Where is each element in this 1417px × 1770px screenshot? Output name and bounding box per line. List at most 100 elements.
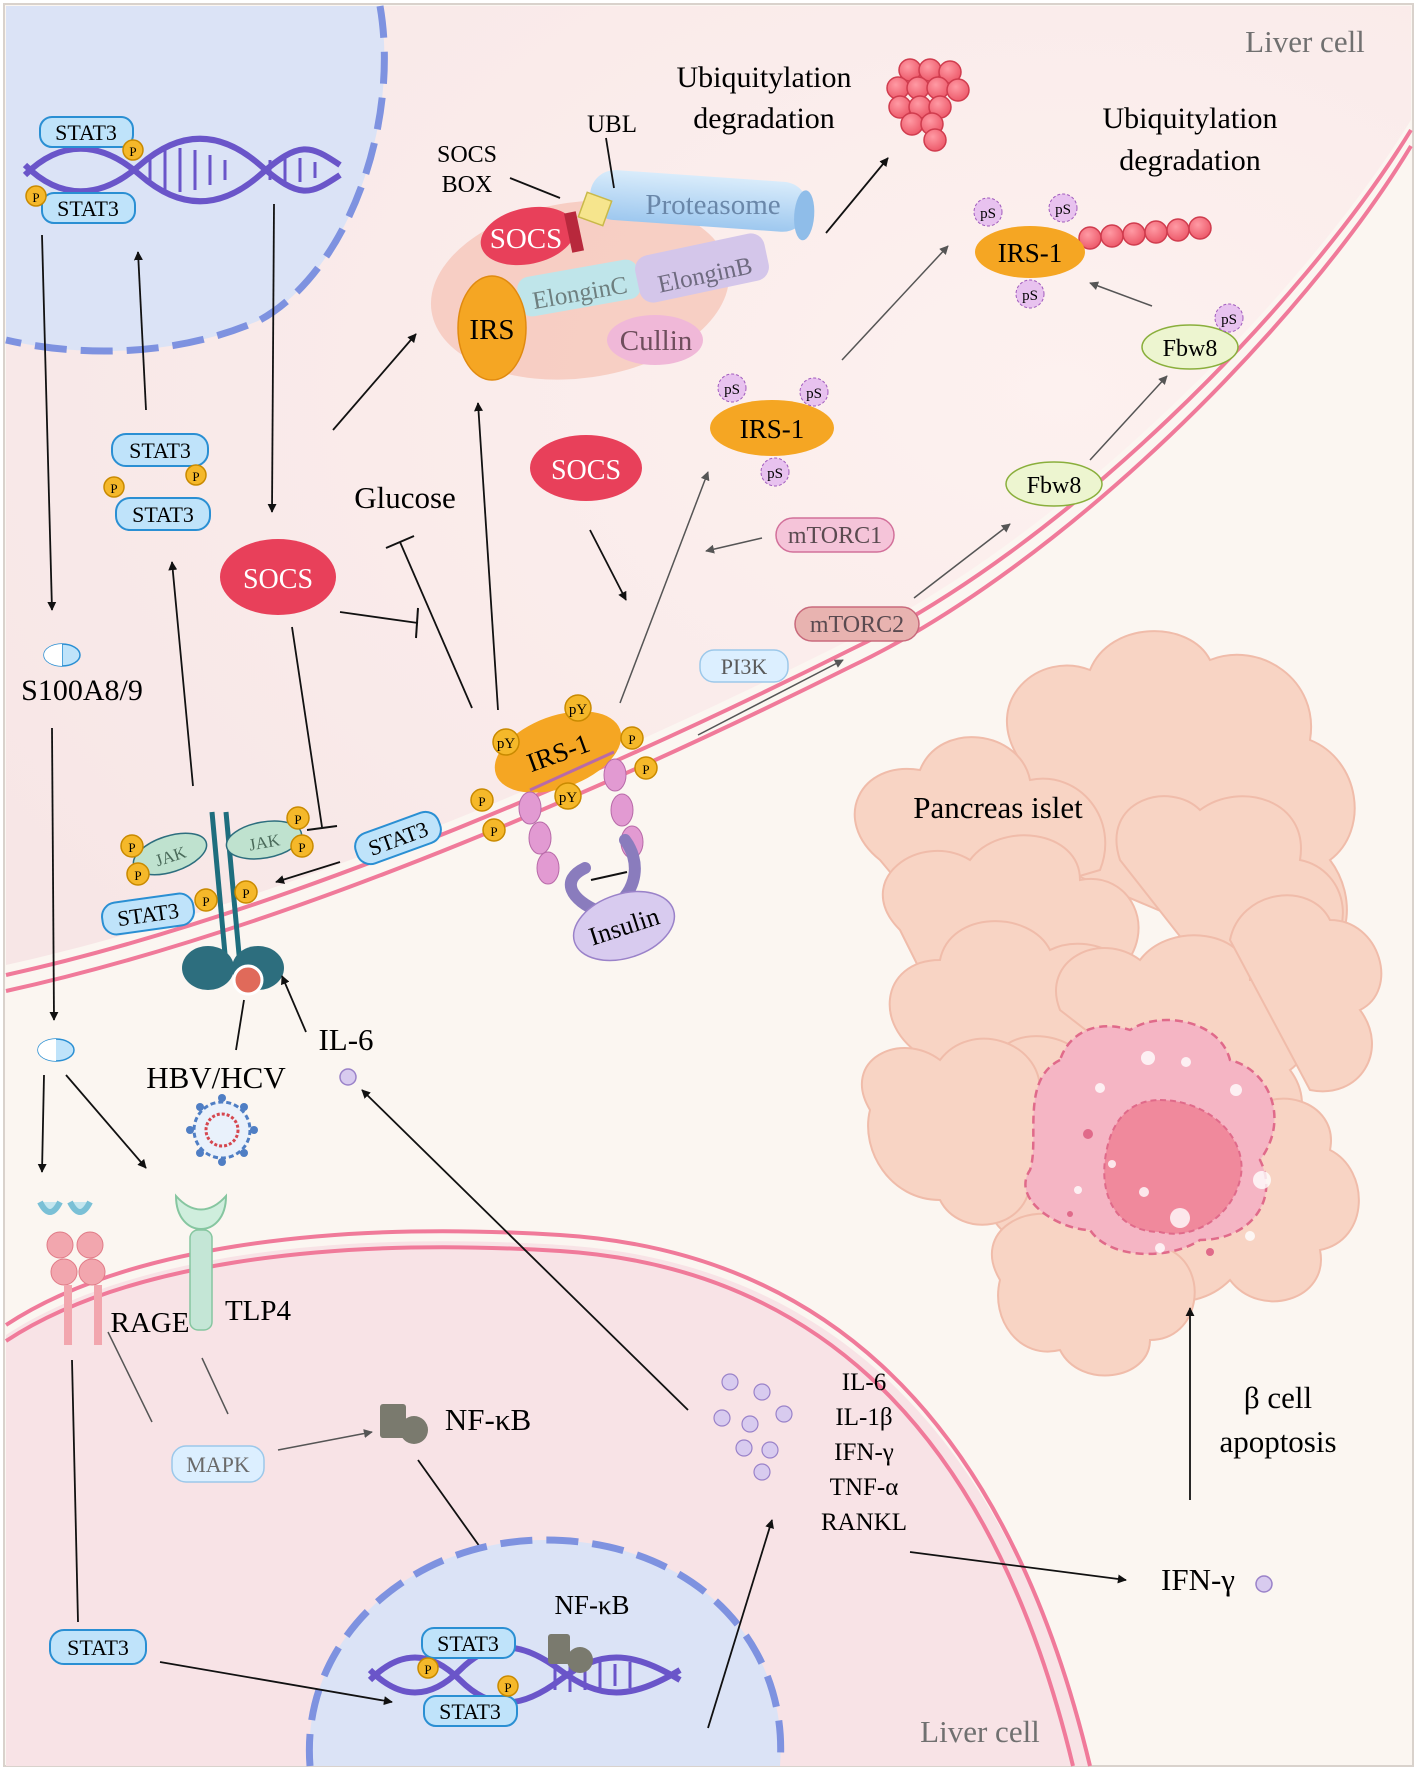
s100-label: S100A8/9 [21,674,143,707]
irs1-receptor-complex: IRS-1 pY pY pY P P P P [470,694,658,918]
svg-text:Fbw8: Fbw8 [1027,473,1082,499]
il6-particle [339,1068,357,1086]
bottom-nucleus-envelope [305,1536,785,1767]
svg-text:pS: pS [806,386,822,402]
top-cell-membrane-inner [5,144,1413,993]
s100-pill [43,643,81,667]
svg-text:MAPK: MAPK [186,1452,250,1477]
liver-cell-label-top: Liver cell [1245,24,1365,59]
bottom-cell-membrane [4,1229,1092,1767]
nfkb-nucleus-icon [548,1634,593,1673]
beta-cell-label-1: β cell [1244,1380,1312,1415]
svg-text:Fbw8: Fbw8 [1163,336,1218,362]
stat3-dimer-nucleus-bottom: STAT3 P STAT3 P [417,1627,519,1727]
beta-cell-label-2: apoptosis [1219,1424,1336,1459]
svg-text:P: P [129,144,136,159]
ubiquitylation-right-1: Ubiquitylation [1103,102,1278,135]
svg-text:P: P [298,840,305,855]
svg-text:IL-6: IL-6 [842,1369,886,1396]
nfkb-nucleus-label: NF-κB [554,1590,629,1620]
irs1-ubiquitylated: IRS-1 pS pS pS [973,193,1212,309]
svg-text:P: P [134,868,141,883]
irs-in-complex [457,275,527,381]
cytokine-list: IL-6 IL-1β IFN-γ TNF-α RANKL [821,1369,907,1536]
cytokine-particles [713,1373,793,1481]
stat3-bottom-left: STAT3 [49,1629,147,1665]
ubl-square [577,191,613,227]
svg-text:STAT3: STAT3 [67,1635,129,1660]
ubl-label: UBL [587,111,637,138]
svg-text:pS: pS [1055,202,1071,218]
svg-text:P: P [242,886,249,901]
svg-text:P: P [628,732,635,747]
svg-text:STAT3: STAT3 [439,1699,501,1724]
socs-inhibits-irs1 [339,611,419,624]
svg-text:IRS-1: IRS-1 [998,238,1063,268]
cullin [607,315,703,365]
tlp4-receptor [174,1193,228,1331]
svg-text:IRS-1: IRS-1 [740,414,805,444]
virus-icon [186,1094,258,1166]
svg-text:P: P [192,469,199,484]
svg-text:pS: pS [980,206,996,222]
jak-receptor: JAK JAK P P P P STAT3 P P [101,806,314,996]
fbw8-upper: Fbw8 pS [1141,303,1244,370]
svg-text:STAT3: STAT3 [129,438,191,463]
bottom-cell-membrane-inner [4,1245,1075,1767]
mtorc1: mTORC1 [775,517,895,553]
apoptotic-beta-cell [1024,1018,1276,1256]
svg-text:P: P [294,812,301,827]
svg-text:STAT3: STAT3 [132,502,194,527]
svg-text:P: P [110,481,117,496]
ubiquitin-cluster [886,58,970,152]
svg-text:pS: pS [1221,312,1237,328]
insulin: Insulin [572,890,676,962]
rage-receptor [37,1200,106,1345]
svg-text:TNF-α: TNF-α [830,1474,899,1501]
svg-text:P: P [504,1680,511,1695]
mapk: MAPK [171,1445,265,1483]
svg-text:pY: pY [497,736,516,752]
ifng-particle [1255,1575,1273,1593]
svg-text:IRS: IRS [469,314,514,346]
svg-text:mTORC2: mTORC2 [810,612,904,638]
dna-helix-top [22,135,342,205]
svg-text:pY: pY [569,702,588,718]
socs-free: SOCS [530,435,642,501]
svg-text:STAT3: STAT3 [57,196,119,221]
ifng-label: IFN-γ [1161,1562,1235,1597]
svg-text:IL-1β: IL-1β [835,1404,892,1431]
svg-text:STAT3: STAT3 [437,1631,499,1656]
top-nucleus-envelope [5,5,388,355]
socs-left: SOCS [220,539,336,615]
svg-text:Proteasome: Proteasome [645,189,780,221]
glucose-label: Glucose [354,480,456,515]
svg-text:P: P [128,840,135,855]
ubiquitylation-right-2: degradation [1119,144,1261,177]
svg-text:mTORC1: mTORC1 [788,523,882,549]
svg-text:IFN-γ: IFN-γ [834,1439,894,1466]
proteasome: Proteasome [590,170,815,241]
svg-text:P: P [424,1662,431,1677]
svg-text:P: P [642,762,649,777]
irs1-inhibits-glucose [399,541,473,709]
hbv-hcv-label: HBV/HCV [146,1060,286,1095]
pancreas-islet-label: Pancreas islet [913,790,1083,825]
socs-in-complex [480,206,576,266]
stat3-dimer-nucleus-top: STAT3 P STAT3 P [25,116,144,224]
elongin-c [517,259,641,317]
stat3-incoming: STAT3 [354,810,442,866]
svg-text:pS: pS [724,382,740,398]
bottom-liver-cell [6,1241,1090,1766]
svg-text:SOCS: SOCS [490,223,563,255]
svg-text:P: P [32,190,39,205]
svg-text:SOCS: SOCS [243,564,313,595]
il6-label: IL-6 [318,1022,373,1057]
elongin-b [635,233,769,303]
svg-text:pS: pS [1022,288,1038,304]
rage-label: RAGE [111,1307,190,1339]
fbw8-lower: Fbw8 [1005,461,1103,507]
svg-text:P: P [490,824,497,839]
nfkb-icon [380,1404,428,1444]
